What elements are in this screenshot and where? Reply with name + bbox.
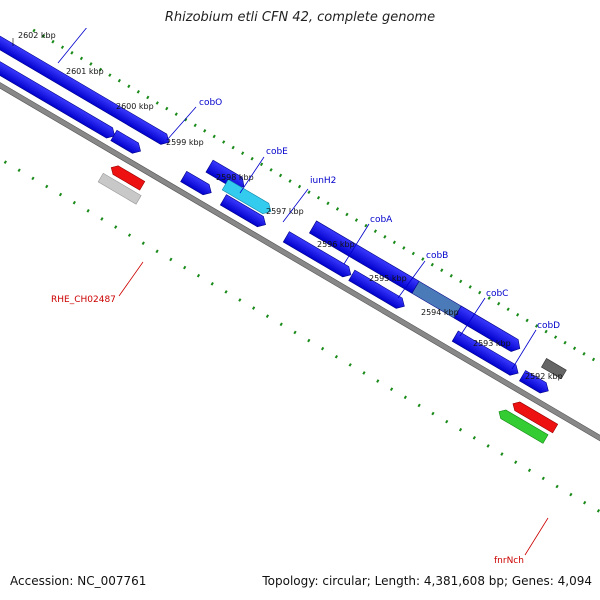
cds-RHE_CH02487[interactable] (97, 172, 142, 205)
cds-cobD-2[interactable] (451, 330, 521, 378)
cds-fnrNch[interactable] (496, 407, 549, 444)
gene-label-cobD[interactable]: cobD (537, 321, 560, 331)
cds-cobN[interactable] (0, 32, 172, 148)
tick-label: 2594 kbp (421, 308, 459, 317)
gene-label-RHE_CH02487[interactable]: RHE_CH02487 (51, 295, 116, 305)
gene-label-iunH2[interactable]: iunH2 (310, 176, 336, 186)
cds-red-1[interactable] (109, 163, 146, 191)
tick-label: 2593 kbp (473, 339, 511, 348)
cds-iunH2[interactable] (219, 194, 268, 230)
tick-label: 2595 kbp (369, 274, 407, 283)
cds-small-1[interactable] (110, 129, 144, 156)
cds-inner-row (0, 51, 551, 396)
cds-cobB-2[interactable] (348, 269, 408, 311)
cds-red-2[interactable] (510, 399, 559, 434)
tick-label: 2597 kbp (266, 207, 304, 216)
gene-label-cobB[interactable]: cobB (426, 251, 448, 261)
minus-strand (97, 163, 559, 444)
accession-text: Accession: NC_007761 (10, 574, 147, 588)
tick-label: 2600 kbp (116, 102, 154, 111)
cds-cobB[interactable] (282, 231, 354, 280)
gene-label-fnrNch[interactable]: fnrNch (494, 556, 524, 566)
cds-small-3[interactable] (519, 370, 551, 396)
topology-text: Topology: circular; Length: 4,381,608 bp… (262, 574, 592, 588)
gene-label-cobN[interactable]: cobN (89, 18, 112, 28)
gene-label-cobC[interactable]: cobC (486, 289, 508, 299)
tick-label: 2599 kbp (166, 138, 204, 147)
cds-small-2[interactable] (180, 170, 215, 198)
tick-label: 2592 kbp (525, 372, 563, 381)
cds-outer-row (0, 32, 567, 380)
gene-labels: cobN cobO cobE iunH2 cobA cobB cobC cobD… (51, 18, 560, 566)
tick-label: 2602 kbp (18, 31, 56, 40)
cds-cobO[interactable] (0, 51, 118, 141)
tick-label: 2601 kbp (66, 67, 104, 76)
backbone (0, 71, 600, 463)
tick-label: 2596 kbp (317, 240, 355, 249)
cds-gray[interactable] (541, 358, 567, 380)
map-title: Rhizobium etli CFN 42, complete genome (164, 10, 436, 25)
gene-label-cobO[interactable]: cobO (199, 98, 222, 108)
cds-cobD[interactable] (453, 305, 523, 355)
gene-label-cobE[interactable]: cobE (266, 147, 288, 157)
gene-label-cobA[interactable]: cobA (370, 215, 393, 225)
tick-label: 2598 kbp (216, 173, 254, 182)
ticks: 2602 kbp 2601 kbp 2600 kbp 2599 kbp 2598… (12, 31, 563, 381)
cds-iunH2-highlight[interactable] (221, 179, 274, 217)
